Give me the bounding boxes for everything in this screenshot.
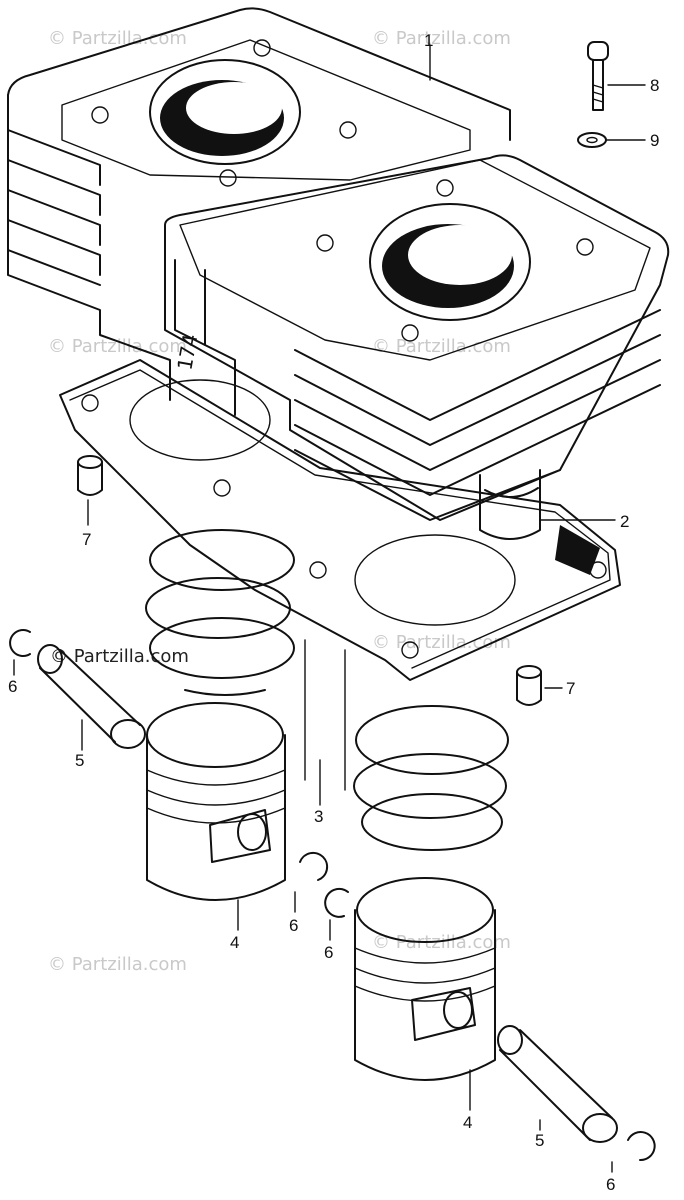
circlip[interactable] [324, 887, 349, 918]
callout-4: 4 [230, 933, 239, 952]
callout-6: 6 [606, 1175, 615, 1194]
piston-right[interactable] [354, 877, 496, 1081]
callout-8: 8 [650, 76, 659, 95]
cylinder-gasket[interactable] [59, 359, 621, 681]
callout-6: 6 [289, 916, 298, 935]
callout-7: 7 [82, 530, 91, 549]
watermark: © Partzilla.com [372, 932, 511, 953]
piston-ring-set-left[interactable] [145, 529, 295, 696]
circlip[interactable] [299, 851, 329, 881]
watermark: © Partzilla.com [48, 28, 187, 49]
callout-3: 3 [314, 807, 323, 826]
watermarks: © Partzilla.com © Partzilla.com © Partzi… [48, 28, 511, 975]
piston-left[interactable] [146, 702, 286, 901]
piston-pin-left[interactable] [37, 644, 146, 749]
callout-6: 6 [8, 677, 17, 696]
callout-2: 2 [620, 512, 629, 531]
watermark: © Partzilla.com [372, 632, 511, 653]
circlip[interactable] [9, 629, 31, 657]
watermark: © Partzilla.com [48, 336, 187, 357]
leader-lines [13, 44, 646, 1173]
callout-1: 1 [424, 31, 433, 50]
watermark-dark: © Partzilla.com [50, 646, 189, 667]
washer[interactable] [577, 132, 607, 148]
circlip[interactable] [627, 1131, 656, 1162]
casting-mark: 174 [172, 332, 202, 372]
callouts: 1 2 3 4 4 5 5 6 6 6 6 7 7 8 9 [8, 31, 659, 1194]
bolt[interactable] [587, 41, 609, 111]
dowel-pin-right[interactable] [516, 665, 542, 706]
dowel-pin-left[interactable] [77, 455, 103, 496]
piston-ring-set-right[interactable] [304, 639, 509, 851]
watermark: © Partzilla.com [372, 336, 511, 357]
cylinder-block[interactable]: 174 [7, 7, 670, 540]
watermark: © Partzilla.com [372, 28, 511, 49]
callout-6: 6 [324, 943, 333, 962]
callout-4: 4 [463, 1113, 472, 1132]
callout-9: 9 [650, 131, 659, 150]
callout-5: 5 [535, 1131, 544, 1150]
callout-5: 5 [75, 751, 84, 770]
piston-pin-right[interactable] [497, 1025, 618, 1143]
callout-7: 7 [566, 679, 575, 698]
watermark: © Partzilla.com [48, 954, 187, 975]
